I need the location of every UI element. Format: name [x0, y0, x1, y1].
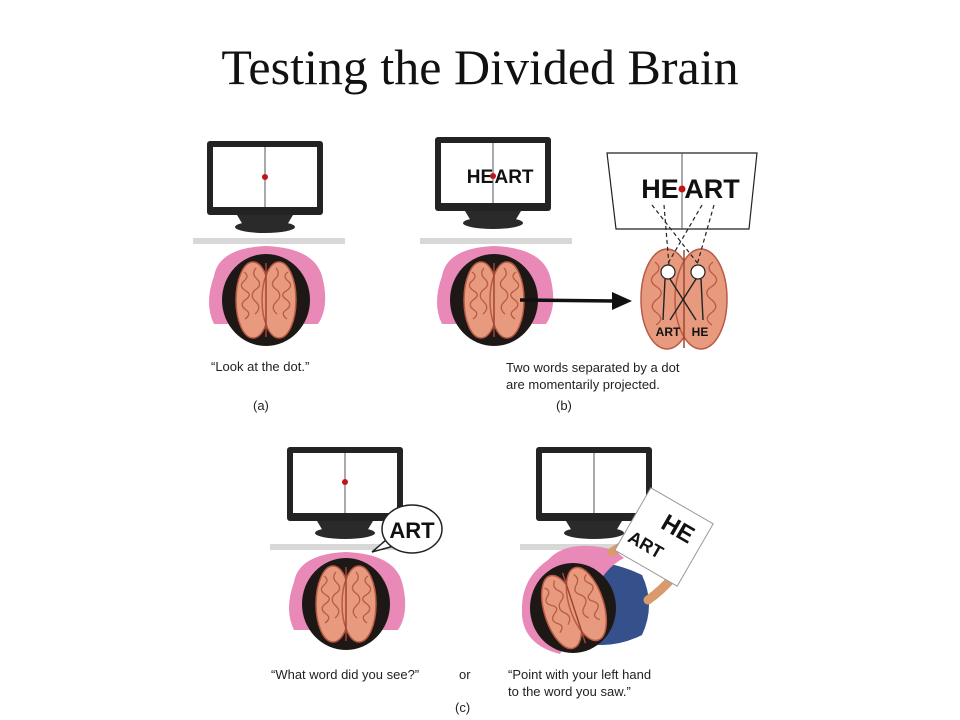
brain-label-right: HE — [692, 325, 709, 339]
panel-label-b: (b) — [556, 398, 572, 413]
caption-a: “Look at the dot.” — [211, 359, 310, 374]
panel-c-left: ART — [270, 446, 443, 650]
caption-c-left: “What word did you see?” — [271, 667, 420, 682]
person-b — [437, 246, 554, 346]
monitor-a — [206, 140, 324, 234]
screen-word-left: HE — [467, 167, 493, 188]
fixation-dot-c — [342, 479, 348, 485]
speech-bubble-text: ART — [389, 518, 435, 543]
desk-edge-a — [193, 238, 345, 244]
person-a — [209, 246, 326, 346]
panel-a — [193, 140, 345, 346]
desk-edge-b — [420, 238, 572, 244]
enlarged-word-right: ART — [684, 174, 740, 204]
enlarged-screen: HE ART — [606, 152, 758, 230]
visual-field-lines — [651, 204, 715, 266]
enlarged-brain: ART HE — [640, 204, 728, 350]
right-eye — [690, 264, 706, 280]
panel-c-right: HE ART — [520, 446, 714, 655]
panel-b: HE ART HE ART — [420, 136, 758, 350]
speech-bubble: ART — [371, 504, 443, 554]
enlarged-fixation-dot — [678, 185, 686, 193]
slide-title: Testing the Divided Brain — [221, 39, 739, 95]
zoom-arrow — [519, 292, 632, 310]
enlarged-word-left: HE — [641, 174, 679, 204]
fixation-dot-a — [262, 174, 268, 180]
caption-c-connector: or — [459, 667, 471, 682]
optic-pathways — [662, 278, 704, 321]
brain-label-left: ART — [656, 325, 681, 339]
panel-label-a: (a) — [253, 398, 269, 413]
caption-b: Two words separated by a dot are momenta… — [506, 360, 680, 392]
caption-c-right: “Point with your left hand to the word y… — [508, 667, 652, 699]
left-eye — [660, 264, 676, 280]
person-c-left — [289, 552, 406, 650]
fixation-dot-b — [490, 173, 496, 179]
desk-edge-c-left — [270, 544, 422, 550]
panel-label-c: (c) — [455, 700, 471, 715]
screen-word-right: ART — [494, 167, 533, 188]
word-card: HE ART — [614, 487, 714, 587]
person-c-right — [521, 531, 677, 655]
